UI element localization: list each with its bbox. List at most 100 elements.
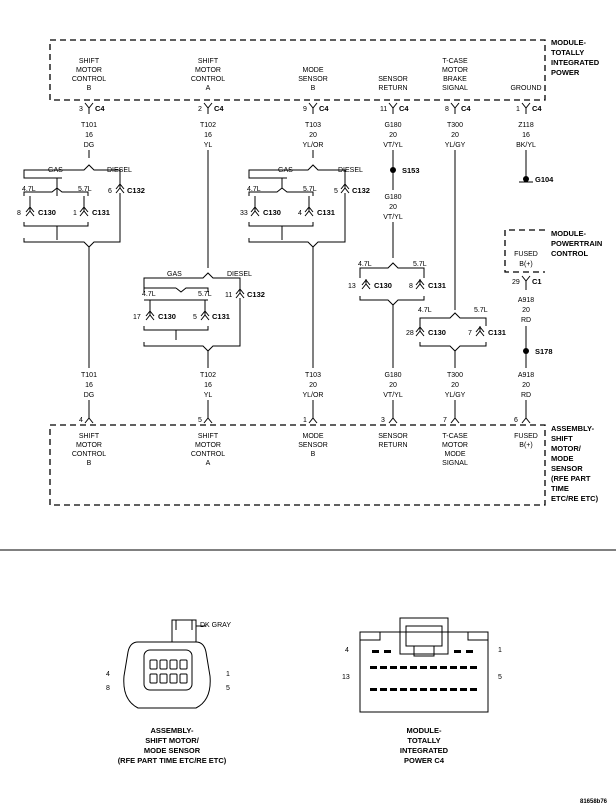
dk-gray-label: DK GRAY xyxy=(200,622,231,629)
asm-pin-6: 6 xyxy=(514,417,518,424)
asm-a3-0: MODE xyxy=(303,433,324,440)
t101-c131-pin: 1 xyxy=(73,210,77,217)
tipm-label-l3-1: SENSOR xyxy=(298,76,328,83)
tipm-cv-caption-3: POWER C4 xyxy=(404,756,445,765)
tipm-label-l1-0: SHIFT xyxy=(79,58,100,65)
asm-a5-1: MOTOR xyxy=(442,442,468,449)
tipm-c4-4: C4 xyxy=(399,104,409,113)
asm-cv-pin-8: 8 xyxy=(106,685,110,692)
tipm-c4-pins: 3 C4 2 C4 9 C4 11 C4 8 C4 1 C4 xyxy=(79,102,542,114)
tipm-cv-caption-2: INTEGRATED xyxy=(400,746,449,755)
asm-cv-caption-3: (RFE PART TIME ETC/RE ETC) xyxy=(118,756,227,765)
tipm-title-2: TOTALLY xyxy=(551,48,584,57)
t102-47: 4.7L xyxy=(142,291,156,298)
circuit-g180: S153 G180 20 VT/YL 4.7L 5.7L 13 C130 8 C… xyxy=(348,150,446,368)
t300-c130-pin: 28 xyxy=(406,330,414,337)
tipm-cv-caption-0: MODULE- xyxy=(407,726,442,735)
tipm-pin-1: 1 xyxy=(516,106,520,113)
tipm-label-l2-1: MOTOR xyxy=(195,67,221,74)
asm-title-7: ETC/RE ETC) xyxy=(551,494,599,503)
wire-g180-gauge: 20 xyxy=(389,132,397,139)
wire-t101-gauge: 16 xyxy=(85,132,93,139)
b-t101-id: T101 xyxy=(81,372,97,379)
pcm-label-0: FUSED xyxy=(514,251,538,258)
t102-57: 5.7L xyxy=(198,291,212,298)
assembly-connector-view: DK GRAY 4 8 1 5 ASSEMBLY- SHIFT MOTOR/ M… xyxy=(106,619,231,765)
tipm-cv-caption-1: TOTALLY xyxy=(407,736,440,745)
assembly-box xyxy=(49,424,546,506)
asm-cv-caption-0: ASSEMBLY- xyxy=(150,726,194,735)
top-wire-labels: T101 16 DG T102 16 YL T103 20 YL/OR G180… xyxy=(81,122,536,149)
tipm-pin-9: 9 xyxy=(303,106,307,113)
tipm-label-l3-2: B xyxy=(311,85,316,92)
tipm-title-4: POWER xyxy=(551,68,580,77)
tipm-label-l5-2: BRAKE xyxy=(443,76,467,83)
tipm-connector-view: 4 13 1 5 MODULE- TOTALLY INTEGRATED POWE… xyxy=(342,617,502,765)
tipm-cv-pin-1: 1 xyxy=(498,647,502,654)
wire-t101-color: DG xyxy=(84,142,95,149)
t103-47: 4.7L xyxy=(247,186,261,193)
circuit-t103: GAS DIESEL 4.7L 5.7L 33 C130 4 C131 5 C1… xyxy=(240,150,370,368)
b-g180-gauge: 20 xyxy=(389,382,397,389)
b-t103-gauge: 20 xyxy=(309,382,317,389)
tipm-label-l1-1: MOTOR xyxy=(76,67,102,74)
bottom-wire-labels: T101 16 DG T102 16 YL T103 20 YL/OR G180… xyxy=(81,372,534,399)
wire-z118-gauge: 16 xyxy=(522,132,530,139)
pcm-title-3: CONTROL xyxy=(551,249,588,258)
t101-57: 5.7L xyxy=(78,186,92,193)
ground-g104-dot xyxy=(523,176,529,182)
b-t102-color: YL xyxy=(204,392,213,399)
t103-57: 5.7L xyxy=(303,186,317,193)
t103-gas: GAS xyxy=(278,167,293,174)
circuit-t102: GAS DIESEL 4.7L 5.7L 17 C130 5 C131 11 C… xyxy=(133,150,265,368)
asm-a2-0: SHIFT xyxy=(198,433,219,440)
t103-c132: C132 xyxy=(352,186,370,195)
a918-top-color: RD xyxy=(521,317,531,324)
ground-z118: G104 xyxy=(519,150,554,184)
b-a918-color: RD xyxy=(521,392,531,399)
asm-title-5: (RFE PART xyxy=(551,474,591,483)
wire-z118-color: BK/YL xyxy=(516,142,536,149)
t101-c131: C131 xyxy=(92,208,110,217)
t103-c131: C131 xyxy=(317,208,335,217)
wire-t300-id: T300 xyxy=(447,122,463,129)
tipm-label-l2-3: A xyxy=(206,85,211,92)
tipm-title-1: MODULE- xyxy=(551,38,586,47)
t300-57: 5.7L xyxy=(474,307,488,314)
g180-c130-pin: 13 xyxy=(348,283,356,290)
asm-a4-0: SENSOR xyxy=(378,433,408,440)
tipm-label-l5-1: MOTOR xyxy=(442,67,468,74)
g180-47: 4.7L xyxy=(358,261,372,268)
g180-c131: C131 xyxy=(428,281,446,290)
asm-title-0: ASSEMBLY- xyxy=(551,424,595,433)
b-g180-color: VT/YL xyxy=(383,392,403,399)
figure-code: 81658b76 xyxy=(580,799,608,805)
asm-a2-1: MOTOR xyxy=(195,442,221,449)
tipm-label-l4-0: SENSOR xyxy=(378,76,408,83)
t103-c130-pin: 33 xyxy=(240,210,248,217)
t101-c132-pin: 6 xyxy=(108,188,112,195)
asm-title-6: TIME xyxy=(551,484,569,493)
wire-t101-id: T101 xyxy=(81,122,97,129)
b-g180-id: G180 xyxy=(384,372,401,379)
tipm-title-3: INTEGRATED xyxy=(551,58,600,67)
t103-diesel: DIESEL xyxy=(338,167,363,174)
t101-47: 4.7L xyxy=(22,186,36,193)
tipm-c4-5: C4 xyxy=(461,104,471,113)
asm-a6-0: FUSED xyxy=(514,433,538,440)
b-t102-id: T102 xyxy=(200,372,216,379)
wire-g180-color: VT/YL xyxy=(383,142,403,149)
pcm-c1-pin: 29 xyxy=(512,279,520,286)
wire-t103-id: T103 xyxy=(305,122,321,129)
t102-diesel: DIESEL xyxy=(227,271,252,278)
a918-top-id: A918 xyxy=(518,297,534,304)
asm-cv-pin-5: 5 xyxy=(226,685,230,692)
asm-cv-caption-1: SHIFT MOTOR/ xyxy=(145,736,200,745)
b-t300-gauge: 20 xyxy=(451,382,459,389)
tipm-c4-1: C4 xyxy=(95,104,105,113)
asm-pin-1: 1 xyxy=(303,417,307,424)
t102-c132-pin: 11 xyxy=(225,292,232,299)
wire-z118-id: Z118 xyxy=(518,122,534,129)
a918-top-gauge: 20 xyxy=(522,307,530,314)
pcm-title-2: POWERTRAIN xyxy=(551,239,602,248)
